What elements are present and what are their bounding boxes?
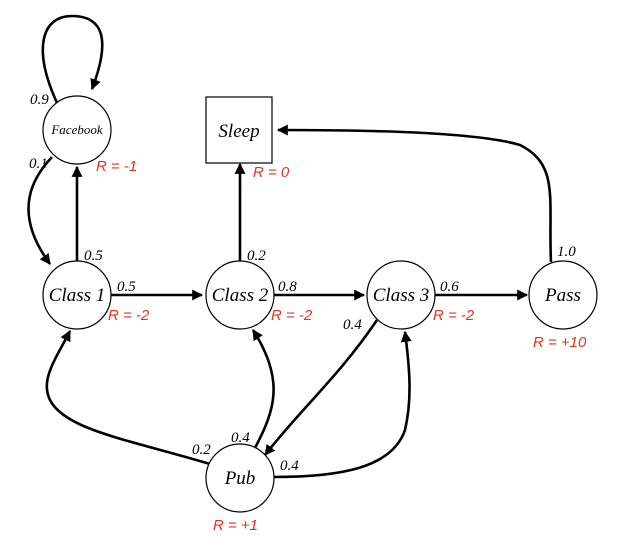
node-class1-shape bbox=[42, 260, 112, 330]
edges bbox=[27, 14, 553, 479]
node-facebook-shape bbox=[42, 95, 112, 165]
probability-labels: 0.9 0.1 0.5 0.5 0.2 0.8 0.6 0.4 1.0 0.2 … bbox=[29, 92, 576, 474]
node-pass: Pass bbox=[528, 260, 598, 330]
prob-class3-pub: 0.4 bbox=[343, 317, 362, 333]
node-class2-shape bbox=[205, 260, 275, 330]
node-facebook: Facebook bbox=[42, 95, 112, 165]
node-sleep-shape bbox=[205, 96, 273, 164]
edge-pub-class2 bbox=[251, 329, 275, 449]
node-pass-shape bbox=[528, 260, 598, 330]
prob-class2-class3: 0.8 bbox=[278, 279, 297, 295]
reward-pub: R = +1 bbox=[213, 517, 258, 534]
prob-class2-sleep: 0.2 bbox=[247, 248, 266, 264]
prob-pub-class1: 0.2 bbox=[192, 442, 211, 458]
edge-pub-class1 bbox=[45, 330, 211, 466]
prob-pub-class3: 0.4 bbox=[280, 458, 299, 474]
prob-class1-class2: 0.5 bbox=[117, 279, 136, 295]
prob-pass-sleep: 1.0 bbox=[557, 244, 576, 260]
node-pass-label: Pass bbox=[544, 285, 581, 306]
prob-facebook-class1: 0.1 bbox=[29, 156, 48, 172]
node-class3: Class 3 bbox=[366, 260, 436, 330]
edge-pass-sleep bbox=[276, 124, 553, 263]
node-class1: Class 1 bbox=[42, 260, 112, 330]
edge-facebook-facebook bbox=[41, 14, 104, 104]
node-sleep: Sleep bbox=[205, 96, 273, 164]
reward-sleep: R = 0 bbox=[253, 164, 290, 181]
node-class3-label: Class 3 bbox=[373, 285, 430, 306]
node-sleep-label: Sleep bbox=[218, 121, 259, 142]
node-class1-label: Class 1 bbox=[49, 285, 106, 306]
reward-class1: R = -2 bbox=[108, 307, 150, 324]
node-class2-label: Class 2 bbox=[212, 285, 269, 306]
edge-class3-pub bbox=[263, 319, 379, 456]
prob-class1-facebook: 0.5 bbox=[84, 248, 103, 264]
reward-facebook: R = -1 bbox=[96, 158, 137, 175]
node-class2: Class 2 bbox=[205, 260, 275, 330]
node-pub-label: Pub bbox=[224, 468, 256, 489]
reward-pass: R = +10 bbox=[533, 334, 587, 351]
edge-facebook-class1 bbox=[27, 156, 53, 265]
reward-class3: R = -2 bbox=[433, 307, 475, 324]
node-pub: Pub bbox=[205, 443, 275, 513]
prob-facebook-facebook: 0.9 bbox=[30, 92, 49, 108]
nodes: Facebook Sleep Class 1 Class 2 Class 3 P… bbox=[42, 95, 598, 513]
prob-class3-pass: 0.6 bbox=[440, 279, 459, 295]
edge-pub-class3 bbox=[273, 330, 412, 479]
reward-labels: R = -1 R = 0 R = -2 R = -2 R = -2 R = +1… bbox=[96, 158, 587, 534]
prob-pub-class2: 0.4 bbox=[231, 430, 250, 446]
node-class3-shape bbox=[366, 260, 436, 330]
node-pub-shape bbox=[205, 443, 275, 513]
node-facebook-label: Facebook bbox=[50, 122, 102, 137]
reward-class2: R = -2 bbox=[271, 307, 313, 324]
